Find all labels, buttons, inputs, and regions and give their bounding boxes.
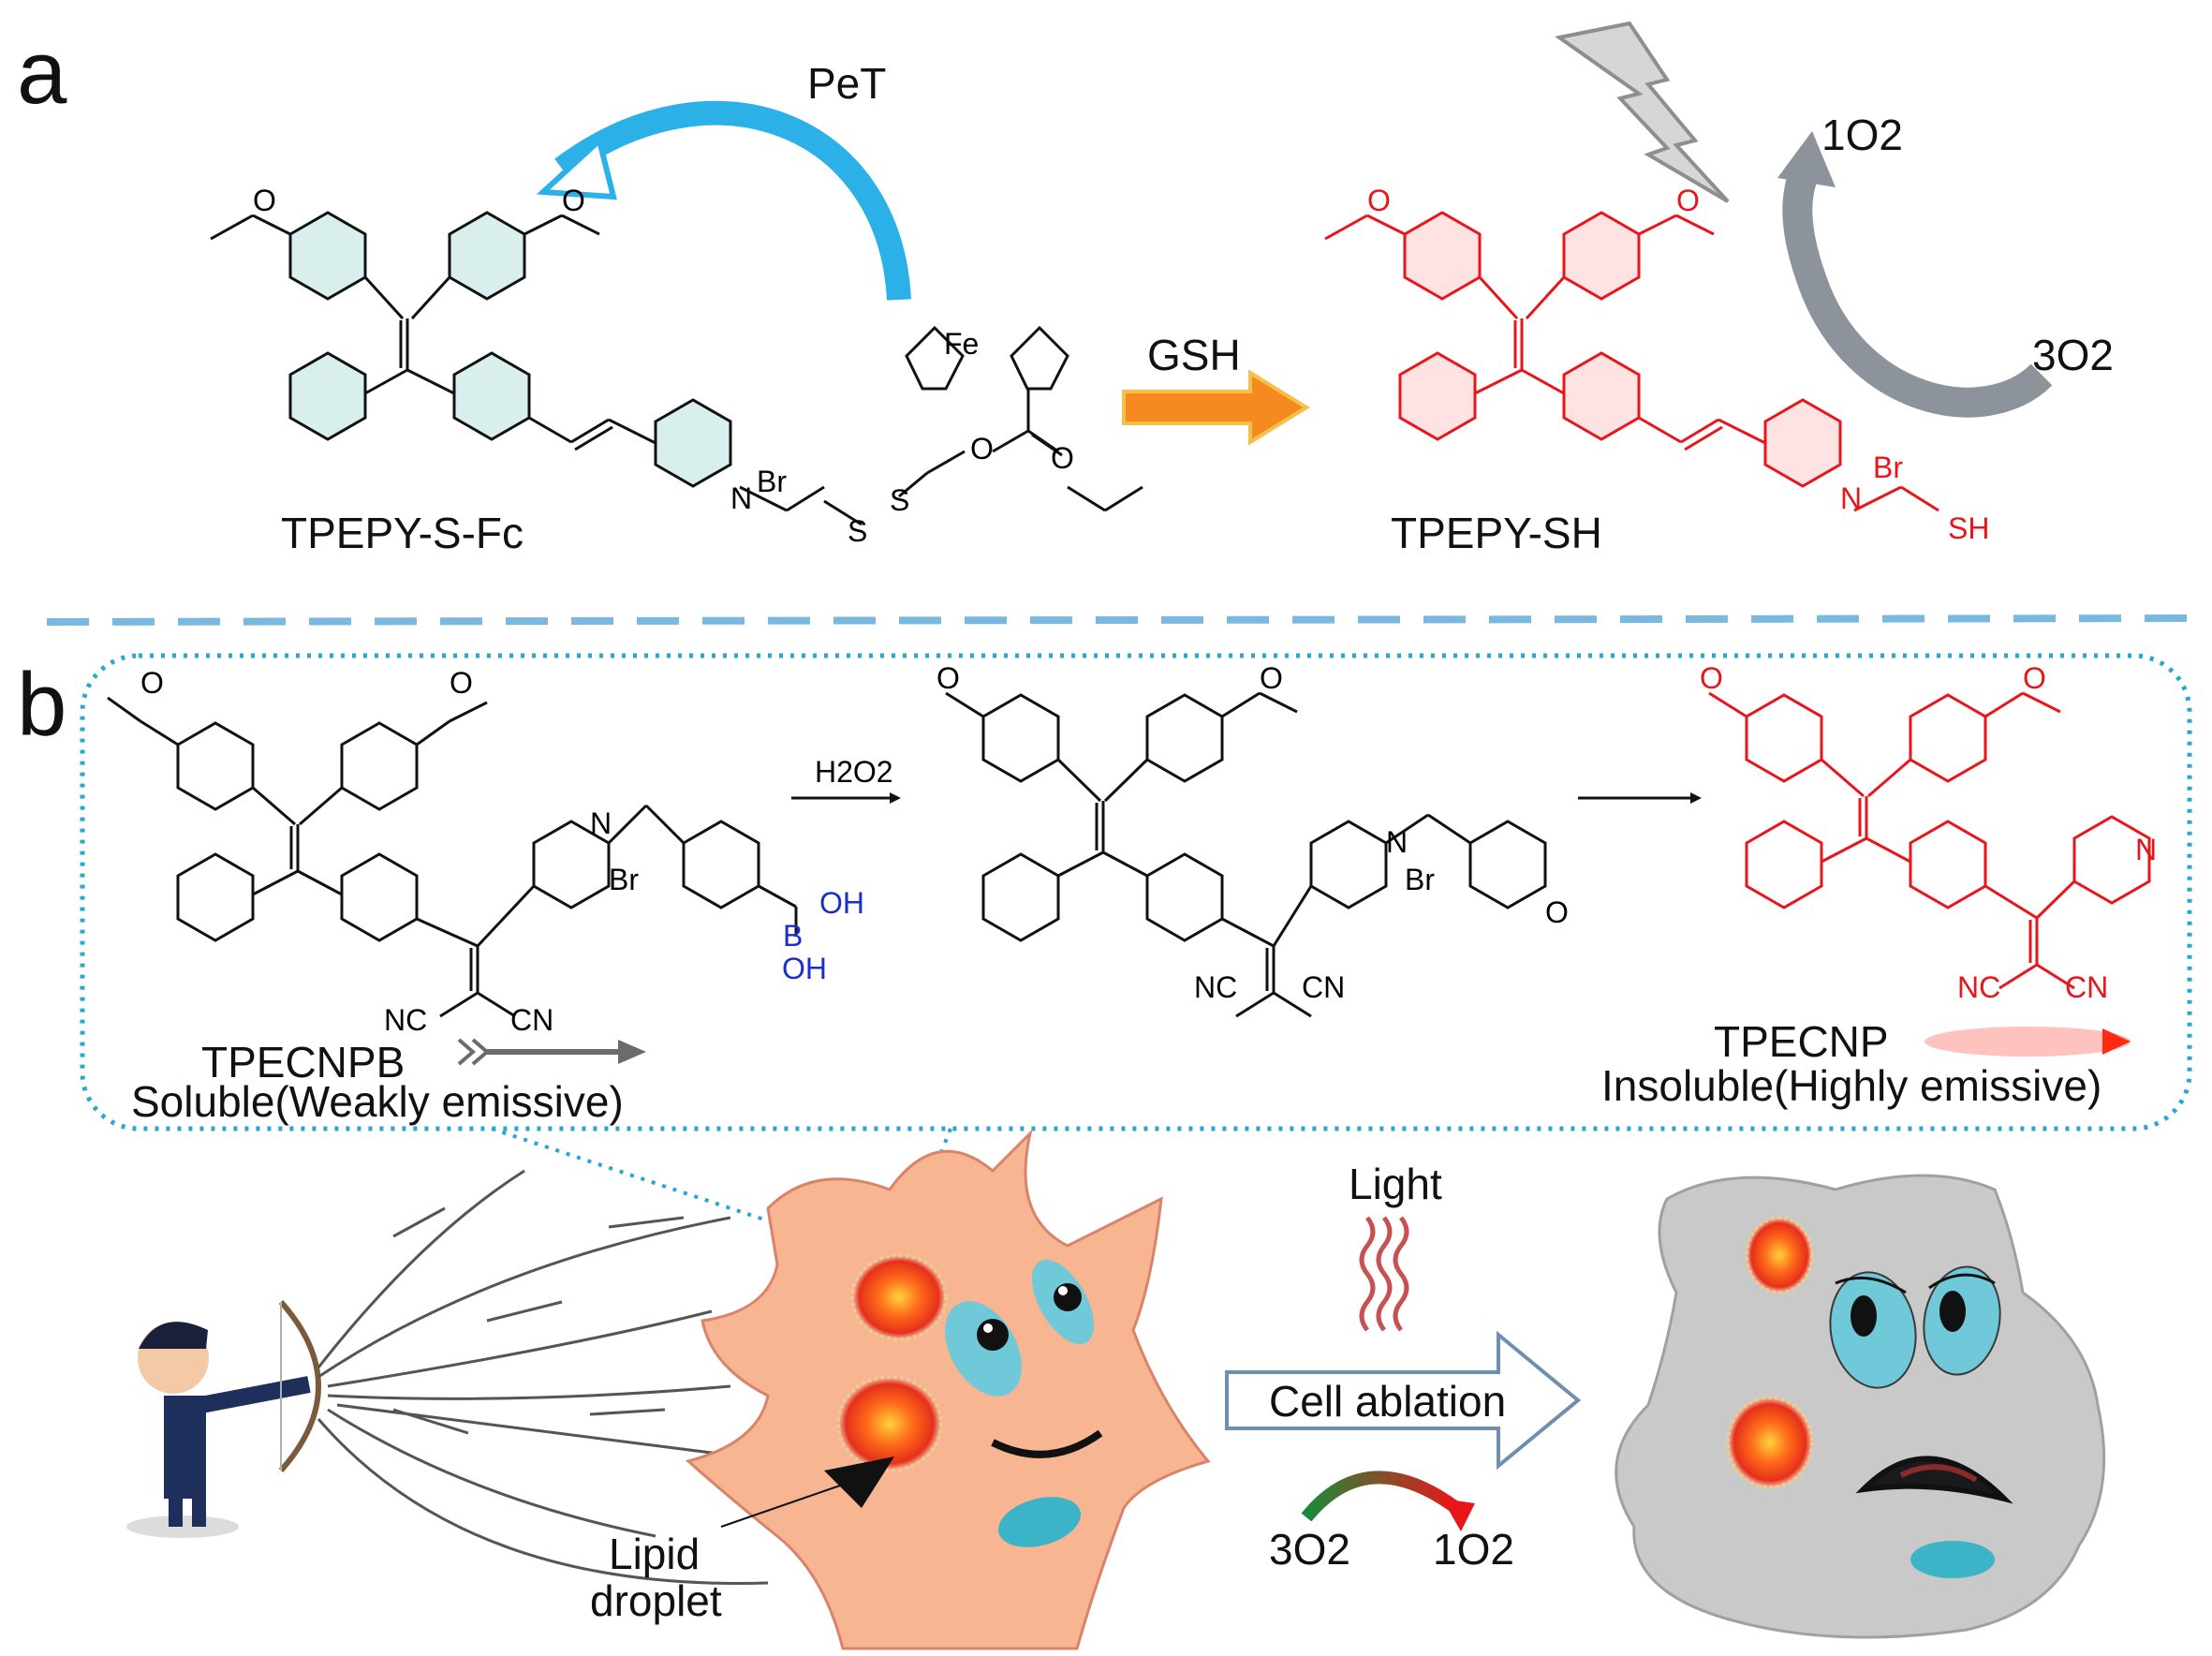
light-label: Light [1349, 1160, 1442, 1208]
tpepy-s-fc-label: TPEPY-S-Fc [281, 509, 524, 557]
atom-o-b7: O [2023, 661, 2046, 695]
atom-o-a5: O [1367, 184, 1391, 217]
triplet-oxygen-a: 3O2 [2032, 331, 2114, 379]
tpepy-sh-label: TPEPY-SH [1391, 509, 1602, 557]
pet-arrow [554, 100, 911, 301]
lipid-droplet-2 [836, 1375, 943, 1472]
lightning-bolt-icon [1555, 21, 1730, 203]
atom-cn-b1: CN [510, 1003, 553, 1037]
zoom-callout-box [80, 653, 2192, 1131]
light-waves-icon [1359, 1216, 1409, 1332]
atom-n-b3: N [2135, 833, 2157, 866]
atom-o-b2: O [450, 666, 473, 700]
singlet-oxygen-a: 1O2 [1821, 111, 1903, 159]
tpecnp-structure [1708, 691, 2151, 990]
tpecnpb-desc: Soluble(Weakly emissive) [131, 1077, 624, 1126]
lipid-droplet-4 [1726, 1396, 1814, 1489]
atom-nc-b3: NC [1957, 970, 2000, 1004]
pet-arrowhead [536, 135, 617, 200]
weak-emission-arrow-icon [457, 1038, 646, 1066]
atom-o-b4: O [1260, 661, 1283, 695]
lipid-label-line2: droplet [590, 1576, 722, 1625]
panel-b-label: b [17, 655, 66, 755]
pointer-arrowhead [824, 1456, 894, 1508]
dashed-divider [46, 614, 2197, 626]
oxygen-cycle-arrowhead [1777, 131, 1836, 187]
oxygen-cycle-arrow [1782, 158, 2053, 418]
atom-nc-b2: NC [1194, 970, 1237, 1004]
atom-n-a: N [730, 481, 752, 515]
gsh-arrow [1122, 369, 1310, 446]
atom-o-a6: O [1676, 184, 1700, 217]
tpepy-s-fc-structure [210, 211, 1143, 526]
atom-o-a4: O [1051, 441, 1074, 475]
atom-fe: Fe [944, 327, 979, 361]
lipid-droplet-1 [850, 1253, 948, 1341]
atom-o-a3: O [970, 432, 994, 466]
atom-br-a2: Br [1873, 451, 1903, 484]
strong-emission-arrow-icon [1924, 1027, 2131, 1057]
atom-s-a1: S [848, 514, 867, 548]
oxygen-conversion-arrow [1301, 1471, 1461, 1522]
cell-ablation-arrow [1225, 1330, 1582, 1471]
atom-sh: SH [1948, 511, 1989, 545]
atom-o-b1: O [140, 666, 164, 700]
atom-oh-b2: OH [782, 952, 827, 985]
lipid-label-line1: Lipid [609, 1530, 700, 1578]
ablated-cell [1615, 1174, 2106, 1639]
atom-cn-b2: CN [1302, 970, 1345, 1004]
gsh-label: GSH [1147, 331, 1241, 379]
flying-arrows [317, 1169, 778, 1585]
zoom-line-1 [491, 1127, 886, 1262]
archer-illustration [126, 1300, 321, 1538]
lipid-droplet-3 [1745, 1216, 1814, 1294]
atom-n-b2: N [1386, 825, 1408, 859]
atom-o-a1: O [253, 184, 276, 217]
atom-o-b3: O [936, 661, 960, 695]
healthy-cell [685, 1129, 1211, 1650]
atom-br-b2: Br [1405, 863, 1435, 896]
atom-o-b5: O [1545, 895, 1569, 929]
triplet-oxygen-b: 3O2 [1269, 1525, 1350, 1574]
atom-cn-b3: CN [2065, 970, 2108, 1004]
atom-n-a2: N [1840, 481, 1862, 515]
pet-label: PeT [807, 59, 886, 108]
atom-b: B [783, 919, 803, 953]
tpecnpb-structure [107, 696, 798, 1018]
atom-s-a2: S [890, 483, 909, 517]
atom-br-a: Br [757, 465, 787, 498]
atom-o-a2: O [562, 184, 585, 217]
tpecnp-label: TPECNP [1714, 1017, 1889, 1066]
atom-n-b1: N [590, 806, 612, 840]
panel-a-label: a [17, 22, 67, 123]
cell-ablation-label: Cell ablation [1269, 1377, 1506, 1426]
tpecnp-desc: Insoluble(Highly emissive) [1601, 1061, 2101, 1110]
tpepy-sh-structure [1324, 211, 1939, 512]
atom-br-b1: Br [609, 863, 639, 896]
h2o2-label: H2O2 [815, 755, 893, 789]
singlet-oxygen-b: 1O2 [1433, 1525, 1514, 1574]
atom-o-b6: O [1700, 661, 1723, 695]
atom-nc-b1: NC [384, 1003, 427, 1037]
intermediate-structure [945, 691, 1547, 1018]
atom-oh-b1: OH [819, 886, 864, 920]
tpecnpb-label: TPECNPB [201, 1038, 405, 1087]
